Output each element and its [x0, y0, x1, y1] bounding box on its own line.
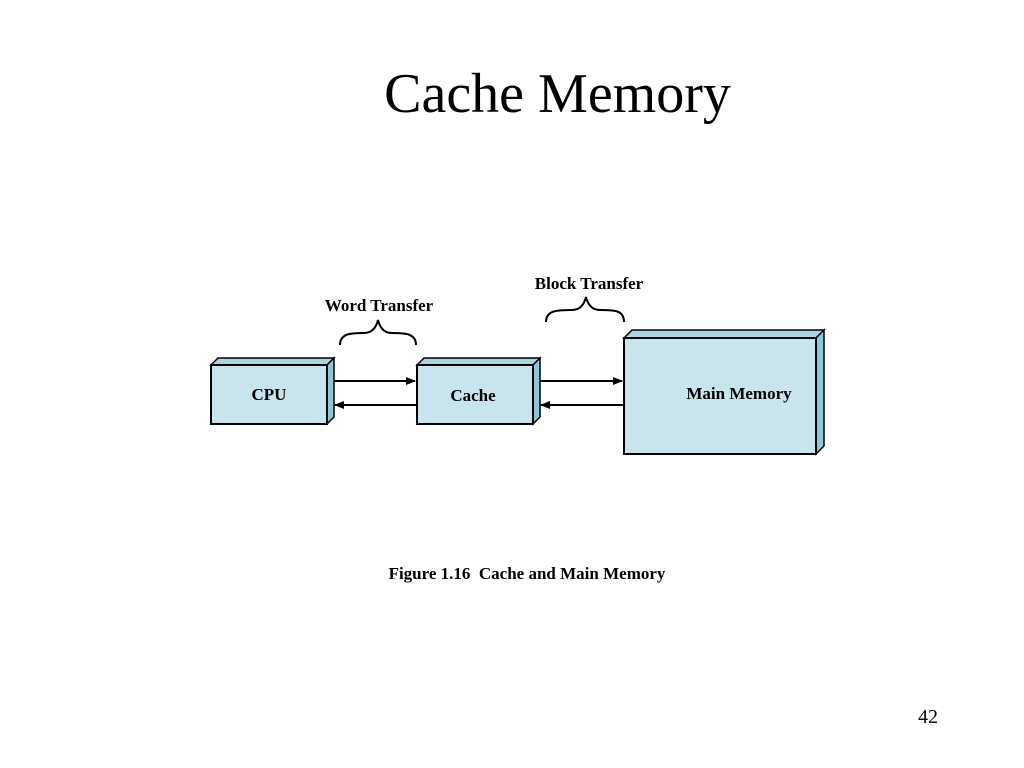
main-memory-box-top — [622, 329, 826, 339]
main-memory-label: Main Memory — [686, 384, 792, 403]
word-transfer-brace — [339, 319, 417, 346]
cache-box: Cache — [415, 356, 542, 426]
main-memory-box-face — [623, 337, 817, 455]
cpu-label: CPU — [252, 385, 287, 404]
main-memory-box: Main Memory — [622, 328, 826, 456]
main-memory-box-side — [815, 328, 825, 456]
slide-title: Cache Memory — [384, 63, 731, 125]
cpu-box-side — [326, 356, 335, 426]
figure-caption: Figure 1.16 Cache and Main Memory — [389, 564, 666, 583]
cache-box-side — [532, 356, 541, 426]
cache-box-top — [415, 357, 542, 366]
slide-page-number: 42 — [918, 706, 938, 728]
cache-label: Cache — [450, 386, 496, 405]
word-transfer-label: Word Transfer — [325, 296, 434, 315]
cache-box-face — [416, 364, 534, 425]
block-transfer-label: Block Transfer — [535, 274, 644, 293]
cpu-box: CPU — [209, 356, 336, 426]
cpu-box-top — [209, 357, 336, 366]
block-transfer-brace — [545, 296, 625, 323]
cpu-box-face — [210, 364, 328, 425]
